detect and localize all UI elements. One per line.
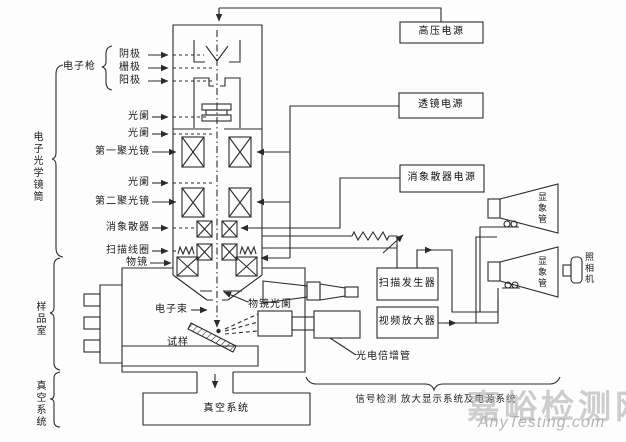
bottom-brace — [305, 376, 561, 392]
aperture3-label: 光阑 — [128, 177, 150, 188]
vacuum-brace — [49, 371, 61, 428]
camera-body — [562, 256, 583, 284]
video-amplifier-label: 视频放大器 — [378, 316, 437, 328]
watermark-url: AnyTesting.com — [478, 414, 606, 431]
condenser1-coils — [181, 136, 252, 168]
cathode-label: 阴极 — [119, 49, 141, 60]
aperture1-label: 光阑 — [128, 111, 150, 122]
vacuum-box — [142, 392, 311, 426]
crt-2 — [487, 246, 559, 298]
vacuum-system-box-label: 真空系统 — [203, 402, 250, 414]
specimen — [187, 322, 237, 353]
electron-beam-label: 电子束 — [155, 304, 188, 315]
aperture2-label: 光阑 — [128, 128, 150, 139]
scan-generator-box — [376, 267, 439, 301]
crt2-label: 显象管 — [537, 256, 547, 289]
pmt-label: 光电倍增管 — [356, 351, 411, 362]
photomultiplier-tube — [313, 310, 361, 339]
objective-label: 物镜 — [126, 257, 148, 268]
condenser2-label: 第二聚光镜 — [95, 196, 150, 207]
column-brace — [51, 64, 64, 258]
specimen-chamber — [121, 267, 306, 373]
objective-coils — [176, 256, 258, 277]
stage-base — [122, 345, 259, 367]
crt-1 — [487, 183, 559, 234]
anode — [193, 77, 241, 128]
objective-aperture-label: 物镜光阑 — [248, 299, 292, 310]
cathode-cup — [193, 40, 241, 63]
chamber-side-label: 样品室 — [34, 301, 45, 337]
hv-power-label: 高压电源 — [418, 26, 465, 38]
chamber-brace — [49, 257, 61, 371]
vacuum-side-label: 真空系统 — [34, 380, 45, 428]
gun-brace — [101, 45, 113, 91]
specimen-label: 试样 — [167, 337, 189, 348]
scan-generator-label: 扫描发生器 — [378, 277, 437, 289]
condenser2-coils — [181, 187, 252, 218]
grid-label: 栅极 — [119, 62, 141, 73]
electron-gun-label: 电子枪 — [63, 61, 96, 72]
column-side-label: 电子光学镜筒 — [31, 131, 42, 203]
bottom-brace-label: 信号检测 放大显示系统及电源系统 — [355, 394, 517, 405]
stig-power-label: 消象散器电源 — [407, 172, 477, 184]
lens-power-label: 透镜电源 — [418, 99, 464, 111]
stigmator-label: 消象散器 — [106, 222, 150, 233]
crt1-label: 显象管 — [537, 192, 547, 225]
stigmator-coils — [196, 220, 238, 238]
anode-label: 阳极 — [119, 75, 141, 86]
condenser1-label: 第一聚光镜 — [95, 146, 150, 157]
scintillator — [257, 310, 293, 337]
scan-coil-boxes — [177, 243, 257, 261]
watermark-text: 嘉峪检测网 — [467, 388, 626, 425]
chamber-door — [99, 284, 122, 364]
camera-label: 照相机 — [584, 252, 594, 285]
scan-coils-label: 扫描线圈 — [106, 245, 150, 256]
filament — [205, 45, 229, 62]
detector-horn — [262, 280, 359, 304]
